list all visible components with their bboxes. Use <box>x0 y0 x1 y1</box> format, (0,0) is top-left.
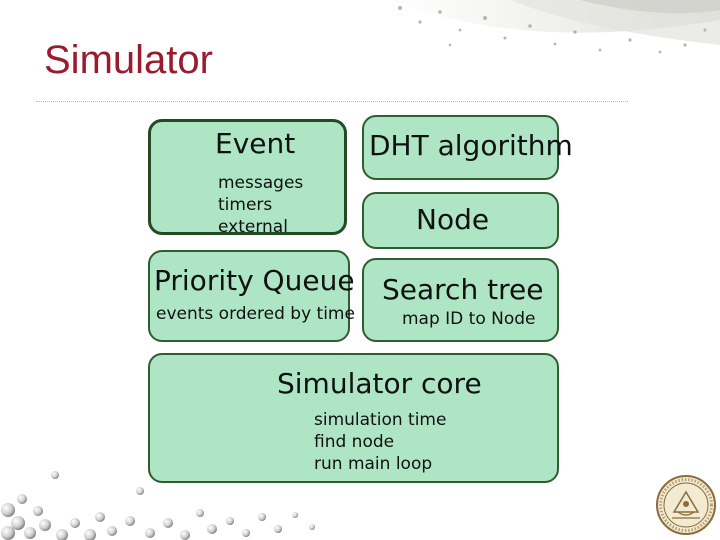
event-item-external: external <box>218 216 303 238</box>
event-box: Event messages timers external <box>148 119 347 235</box>
event-items: messages timers external <box>218 172 303 238</box>
event-item-timers: timers <box>218 194 303 216</box>
event-item-messages: messages <box>218 172 303 194</box>
simulator-core-item-find: find node <box>314 431 446 453</box>
page-title: Simulator <box>44 38 213 83</box>
node-title: Node <box>416 205 489 236</box>
priority-queue-item: events ordered by time <box>156 303 355 325</box>
title-divider <box>36 101 628 102</box>
search-tree-items: map ID to Node <box>402 308 536 330</box>
simulator-core-items: simulation time find node run main loop <box>314 409 446 475</box>
priority-queue-items: events ordered by time <box>156 303 355 325</box>
search-tree-box: Search tree map ID to Node <box>362 258 559 342</box>
swirl-decoration <box>330 0 720 60</box>
university-seal-icon <box>654 474 718 536</box>
dht-algorithm-box: DHT algorithm <box>362 115 559 180</box>
simulator-core-item-loop: run main loop <box>314 453 446 475</box>
priority-queue-box: Priority Queue events ordered by time <box>148 250 350 342</box>
priority-queue-title: Priority Queue <box>154 266 355 297</box>
event-title: Event <box>215 129 295 160</box>
dht-algorithm-title: DHT algorithm <box>369 131 573 162</box>
simulator-core-item-time: simulation time <box>314 409 446 431</box>
search-tree-item: map ID to Node <box>402 308 536 330</box>
spheres-decoration <box>0 455 330 540</box>
search-tree-title: Search tree <box>382 275 543 306</box>
node-box: Node <box>362 192 559 249</box>
simulator-core-title: Simulator core <box>277 369 482 400</box>
